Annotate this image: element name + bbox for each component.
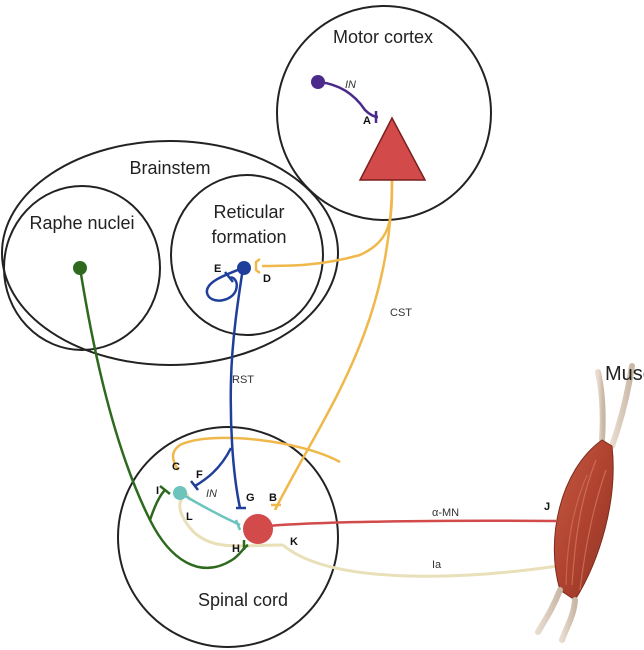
- rst-label: RST: [232, 374, 254, 386]
- synapse-a-label: A: [363, 115, 371, 127]
- synapse-d-label: D: [263, 273, 271, 285]
- raphe-neuron-soma: [73, 261, 87, 275]
- cortical-interneuron: [317, 80, 379, 123]
- ia-label: Ia: [432, 559, 442, 571]
- cst-label: CST: [390, 307, 412, 319]
- pyramidal-neuron-soma: [358, 116, 427, 181]
- synapse-h-label: H: [232, 543, 240, 555]
- cortical-interneuron-soma: [311, 75, 325, 89]
- synapse-i-label: I: [156, 485, 159, 497]
- ia-afferent: [178, 491, 559, 578]
- reticular-neuron-soma: [237, 261, 251, 275]
- spinal-cord-outline: [117, 426, 339, 648]
- spinal-cord-label: Spinal cord: [198, 590, 288, 610]
- brainstem-label: Brainstem: [129, 158, 210, 178]
- synapse-k-label: K: [290, 536, 298, 548]
- spinal-interneuron-soma: [173, 486, 187, 500]
- synapse-e-label: E: [214, 263, 221, 275]
- synapse-j-label: J: [544, 501, 550, 513]
- synapse-l-label: L: [186, 511, 193, 523]
- synapse-b-label: B: [269, 492, 277, 504]
- reticular-formation-label-line1: Reticular: [213, 202, 284, 222]
- alpha-motor-neuron-axon: [257, 519, 557, 529]
- alpha-mn-label: α-MN: [432, 507, 459, 519]
- synapse-c-label: C: [172, 461, 180, 473]
- spinal-in-label: IN: [206, 488, 217, 500]
- muscle-illustration: [535, 363, 635, 643]
- synapse-f-label: F: [196, 469, 203, 481]
- motor-cortex-label: Motor cortex: [333, 27, 433, 47]
- reticular-formation-outline: [170, 174, 324, 336]
- reticular-formation-label-line2: formation: [211, 227, 286, 247]
- motor-cortex-outline: [276, 5, 492, 221]
- synapse-g-label: G: [246, 492, 255, 504]
- raphe-nuclei-label: Raphe nuclei: [29, 213, 134, 233]
- raphe-spinal-pathway: [78, 267, 249, 570]
- cortical-in-label: IN: [345, 79, 356, 91]
- raphe-nuclei-outline: [3, 185, 161, 351]
- reticulospinal-tract: [190, 266, 246, 510]
- motor-neuron-soma: [243, 514, 273, 544]
- brainstem-outline: [1, 140, 339, 366]
- corticospinal-tract: [171, 179, 394, 511]
- muscle-label: Muscle: [605, 363, 644, 385]
